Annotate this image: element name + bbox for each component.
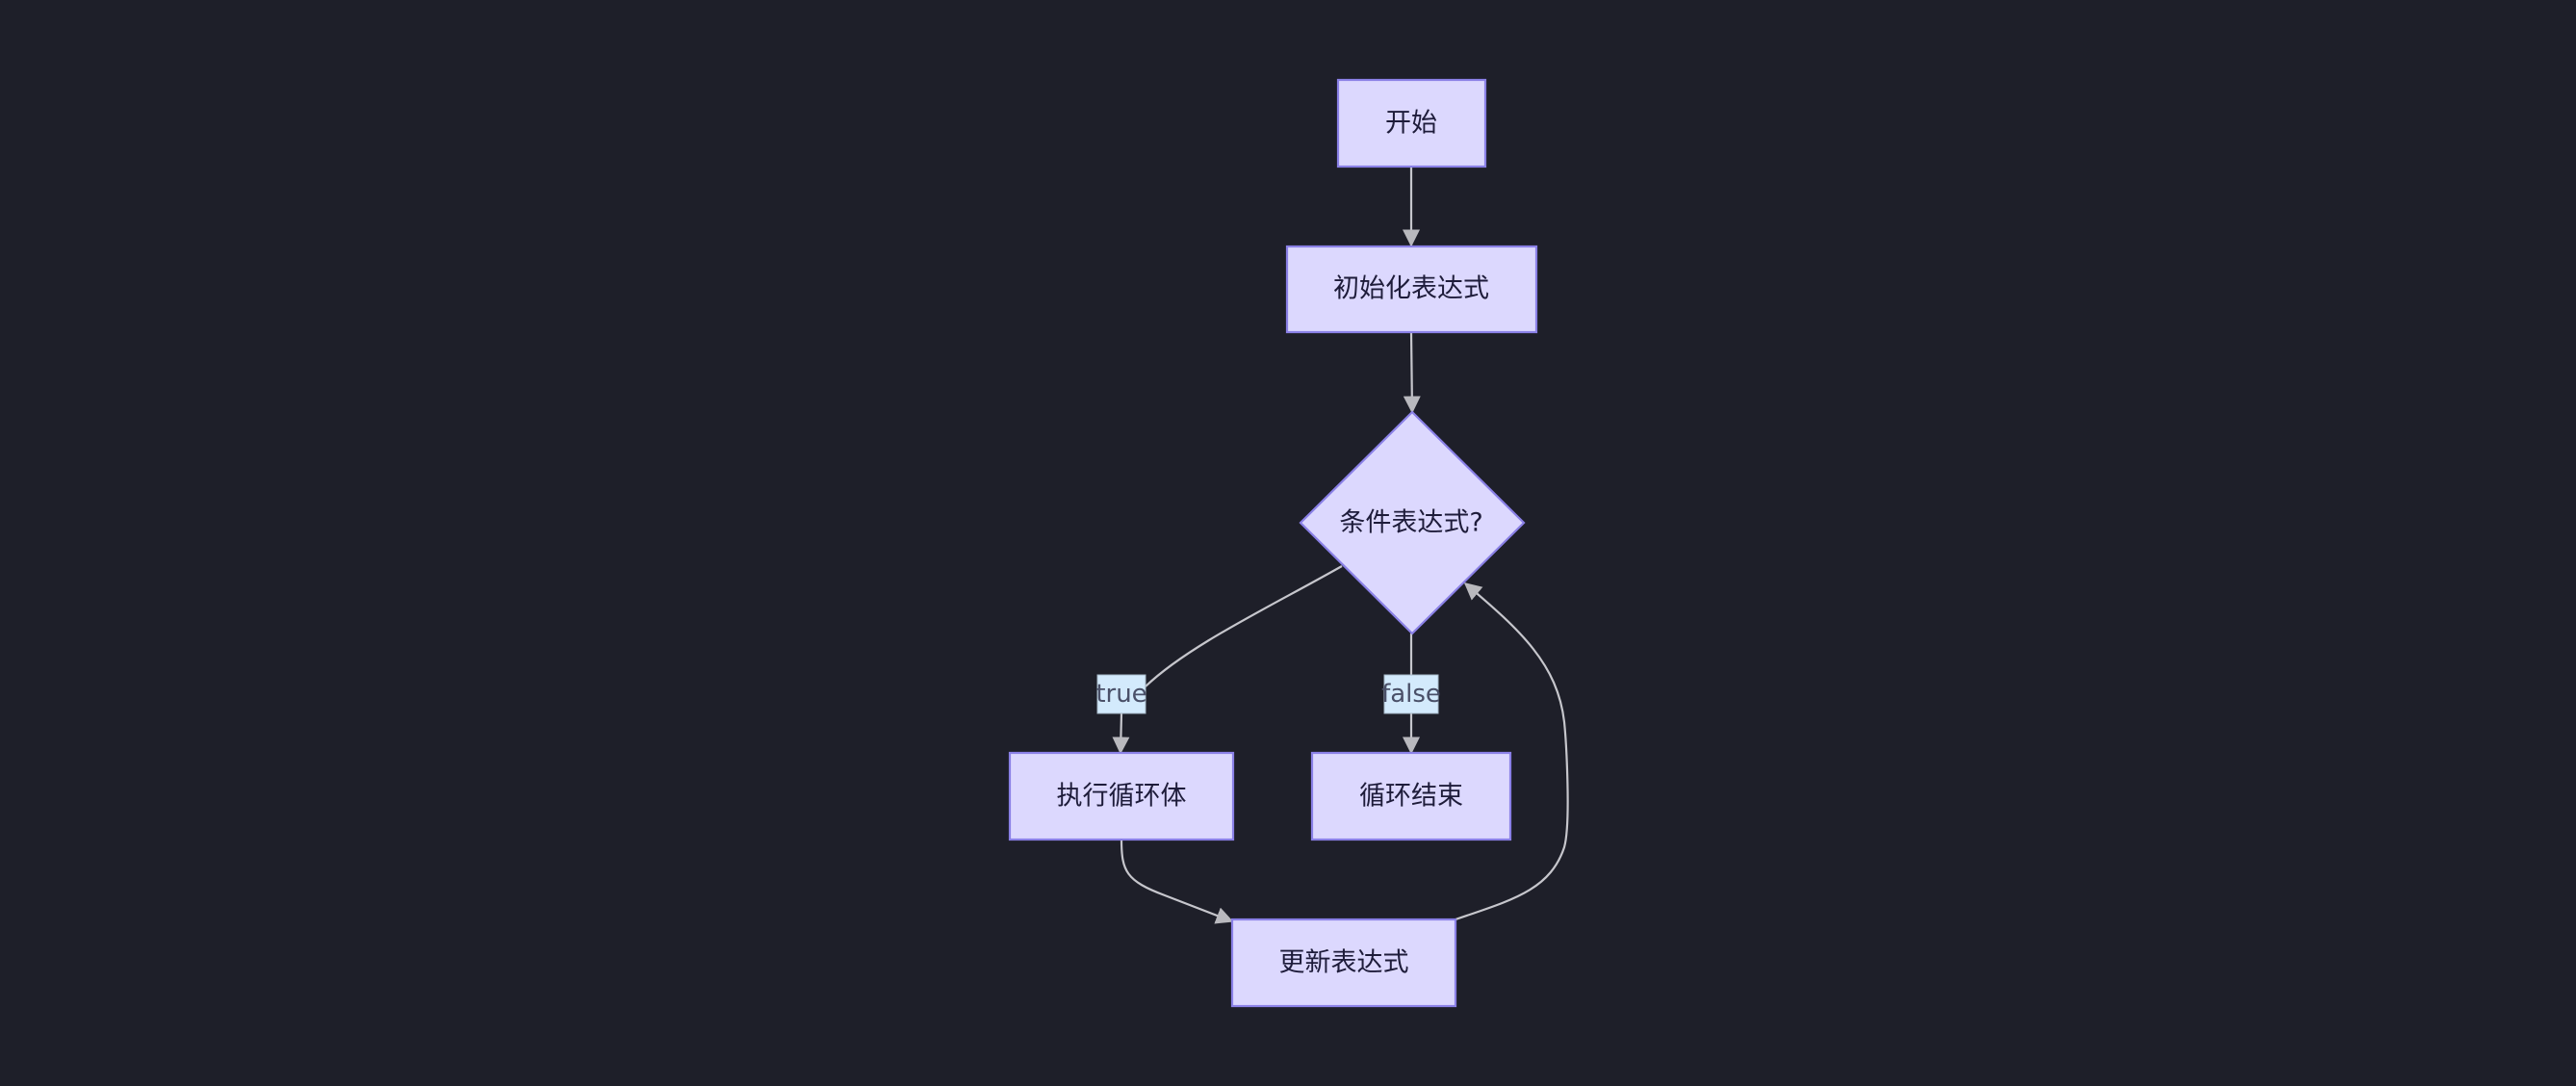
edge-label-true-text: true (1095, 680, 1146, 709)
edge-label-false: false (1381, 674, 1441, 714)
node-init-label: 初始化表达式 (1333, 274, 1489, 304)
node-end-label: 循环结束 (1359, 782, 1463, 812)
node-condition[interactable]: 条件表达式? (1299, 410, 1526, 635)
node-update[interactable]: 更新表达式 (1230, 918, 1457, 1008)
edges (1120, 167, 1569, 924)
edge-update-to-cond (1455, 582, 1569, 921)
node-end[interactable]: 循环结束 (1310, 751, 1512, 841)
edge-label-false-text: false (1381, 680, 1441, 709)
node-condition-label: 条件表达式? (1339, 508, 1482, 538)
node-body-label: 执行循环体 (1057, 782, 1187, 812)
node-init[interactable]: 初始化表达式 (1285, 245, 1538, 334)
node-start[interactable]: 开始 (1336, 78, 1487, 168)
edge-cond-to-body (1121, 565, 1343, 753)
edge-label-true: true (1095, 674, 1147, 714)
node-start-label: 开始 (1385, 109, 1437, 139)
edge-body-to-update (1120, 839, 1234, 924)
node-body[interactable]: 执行循环体 (1008, 751, 1235, 841)
node-update-label: 更新表达式 (1279, 948, 1409, 978)
edge-init-to-cond (1403, 331, 1421, 414)
